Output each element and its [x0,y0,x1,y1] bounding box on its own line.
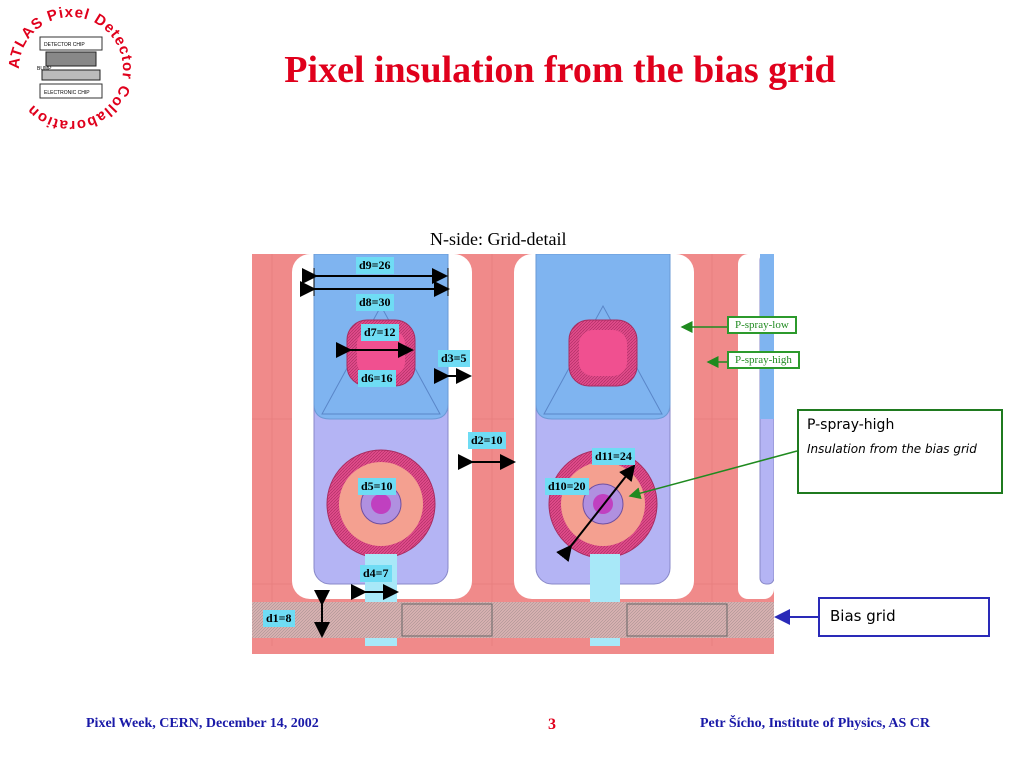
callout-bias-grid: Bias grid [818,597,990,637]
dim-label-d9: d9=26 [356,257,394,274]
dim-label-d7: d7=12 [361,324,399,341]
footer-left: Pixel Week, CERN, December 14, 2002 [86,716,319,731]
tag-pspray-high: P-spray-high [727,351,800,369]
pixel-edge [759,254,774,585]
dim-label-d5: d5=10 [358,478,396,495]
logo-chip-drawing: DETECTOR CHIP BUMP ELECTRONIC CHIP [37,36,103,99]
tag-pspray-low: P-spray-low [727,316,797,334]
figure-title: N-side: Grid-detail [430,229,567,249]
dim-label-d11: d11=24 [592,448,635,465]
atlas-pixel-logo: ATLAS Pixel Detector Collaboration DETEC… [6,4,135,134]
logo-label-bump: BUMP [37,66,52,72]
callout-pspray-high-title: P-spray-high [807,417,895,433]
dim-label-d10: d10=20 [545,478,589,495]
dim-label-d1: d1=8 [263,610,295,627]
logo-label-electronic: ELECTRONIC CHIP [44,90,90,96]
grid-detail-drawing [252,254,774,654]
dim-label-d8: d8=30 [356,294,394,311]
dim-label-d2: d2=10 [468,432,506,449]
callout-pspray-high-text: Insulation from the bias grid [807,442,977,456]
callout-pspray-high: P-spray-high Insulation from the bias gr… [797,409,1003,494]
footer-page-number: 3 [548,716,556,733]
slide-title: Pixel insulation from the bias grid [284,49,836,91]
dim-label-d3: d3=5 [438,350,470,367]
dim-label-d4: d4=7 [360,565,392,582]
bias-grid-bar [252,602,774,638]
footer-right: Petr Šícho, Institute of Physics, AS CR [700,716,930,731]
logo-label-detector: DETECTOR CHIP [44,42,85,48]
dim-label-d6: d6=16 [358,370,396,387]
